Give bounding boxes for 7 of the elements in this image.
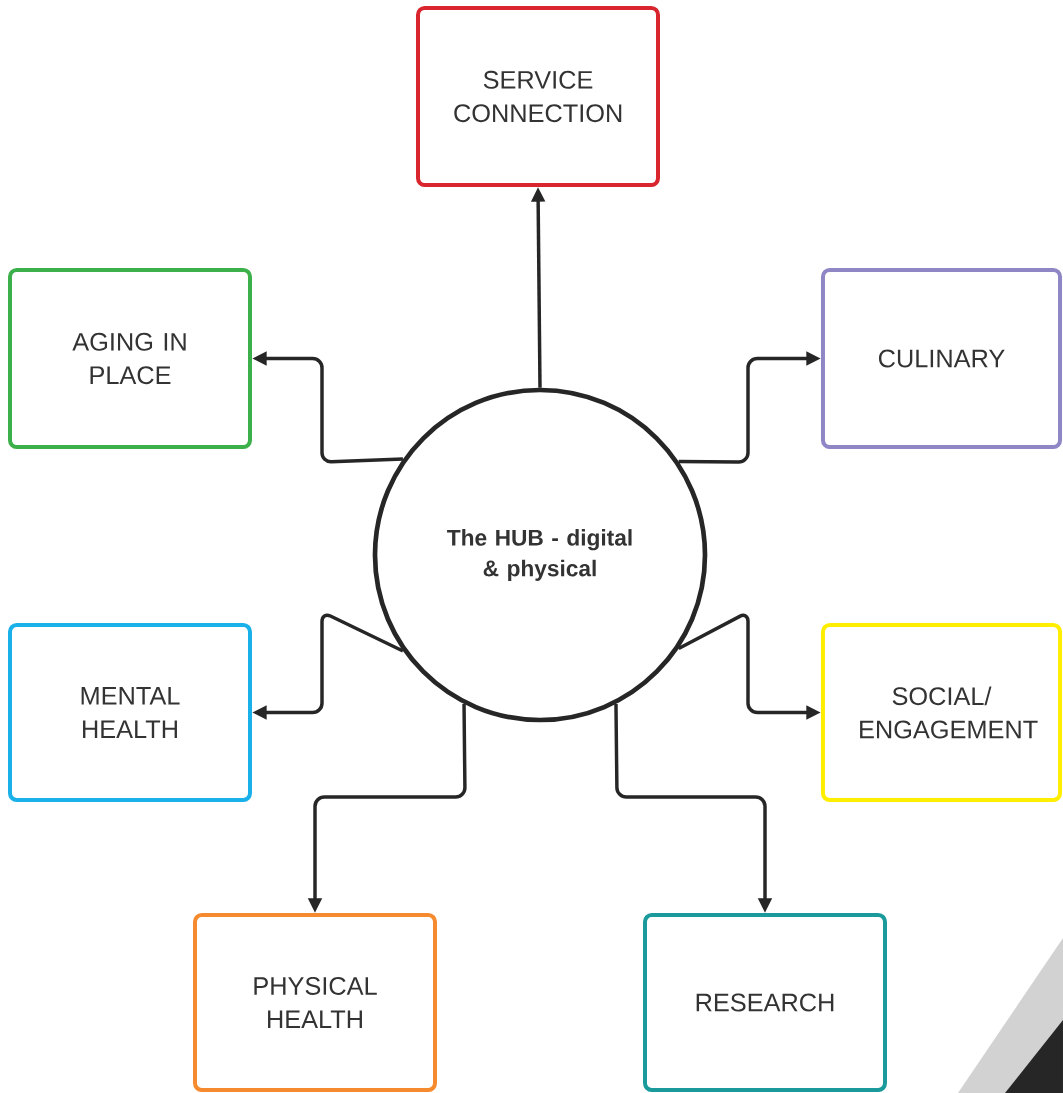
category-box: MENTAL HEALTH	[8, 623, 252, 802]
category-box: AGING IN PLACE	[8, 267, 252, 450]
category-box: CULINARY	[820, 267, 1063, 450]
category-box: SOCIAL/ ENGAGEMENT	[820, 623, 1063, 802]
category-box: SERVICE CONNECTION	[416, 5, 660, 188]
category-box: RESEARCH	[643, 913, 887, 1092]
category-box: PHYSICAL HEALTH	[193, 913, 437, 1092]
